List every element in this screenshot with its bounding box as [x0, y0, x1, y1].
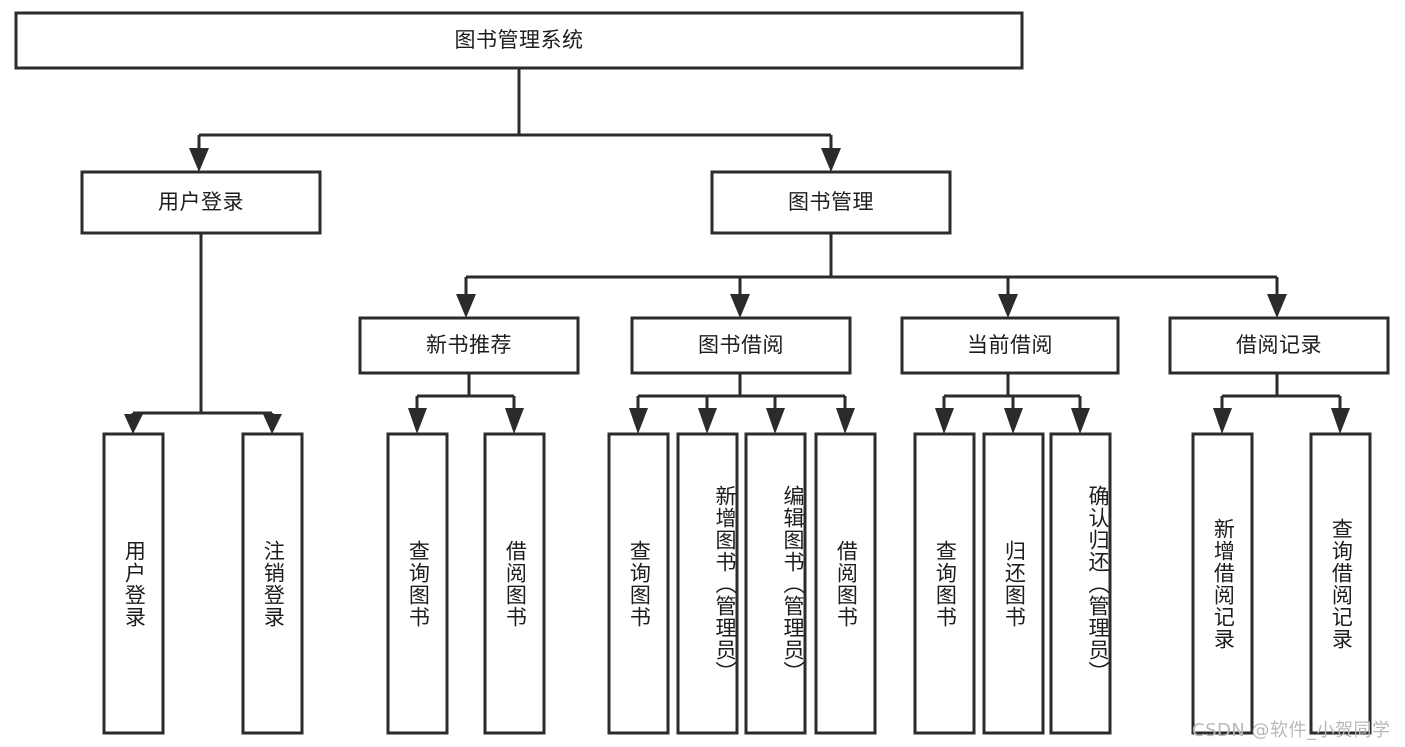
node-leaf-current-borrow-3-box[interactable]: [1049, 432, 1112, 735]
arrow-head-leaf-borrow-record-1: [1213, 408, 1232, 434]
arrow-head-leaf-borrow-record-2: [1331, 408, 1350, 434]
node-new-book-box[interactable]: [358, 316, 580, 375]
node-leaf-new-book-2-box[interactable]: [483, 432, 546, 735]
node-leaf-book-borrow-3-box[interactable]: [744, 432, 807, 735]
node-leaf-book-borrow-4-box[interactable]: [814, 432, 877, 735]
node-leaf-user-login-1-box[interactable]: [102, 432, 165, 735]
arrow-head-current-borrow: [998, 294, 1018, 318]
arrow-head-borrow-record: [1267, 294, 1287, 318]
node-leaf-current-borrow-2-box[interactable]: [982, 432, 1045, 735]
node-root-box[interactable]: [14, 11, 1024, 70]
node-borrow-record-box[interactable]: [1168, 316, 1390, 375]
node-leaf-current-borrow-1-box[interactable]: [913, 432, 976, 735]
arrow-head-user-login: [189, 148, 209, 172]
arrow-head-leaf-current-borrow-2: [1004, 408, 1023, 434]
node-leaf-user-login-2-box[interactable]: [241, 432, 304, 735]
arrow-head-leaf-current-borrow-1: [935, 408, 954, 434]
arrow-head-leaf-book-borrow-3: [766, 408, 785, 434]
arrow-head-leaf-user-login-2: [263, 414, 282, 434]
node-leaf-new-book-1-box[interactable]: [386, 432, 449, 735]
node-book-mgmt-box[interactable]: [710, 170, 952, 235]
node-book-borrow-box[interactable]: [630, 316, 852, 375]
arrow-head-leaf-new-book-1: [408, 408, 427, 434]
arrow-head-leaf-book-borrow-4: [836, 408, 855, 434]
arrow-head-leaf-book-borrow-2: [698, 408, 717, 434]
arrow-head-leaf-book-borrow-1: [629, 408, 648, 434]
arrow-head-leaf-current-borrow-3: [1071, 408, 1090, 434]
arrow-head-book-borrow: [730, 294, 750, 318]
node-leaf-book-borrow-1-box[interactable]: [607, 432, 670, 735]
node-user-login-box[interactable]: [80, 170, 322, 235]
arrow-head-book-mgmt: [821, 148, 841, 172]
node-leaf-borrow-record-2-box[interactable]: [1309, 432, 1372, 735]
arrow-head-leaf-new-book-2: [505, 408, 524, 434]
node-current-borrow-box[interactable]: [900, 316, 1120, 375]
node-leaf-book-borrow-2-box[interactable]: [676, 432, 739, 735]
arrow-head-new-book: [456, 294, 476, 318]
arrow-head-leaf-user-login-1: [124, 414, 143, 434]
node-leaf-borrow-record-1-box[interactable]: [1191, 432, 1254, 735]
